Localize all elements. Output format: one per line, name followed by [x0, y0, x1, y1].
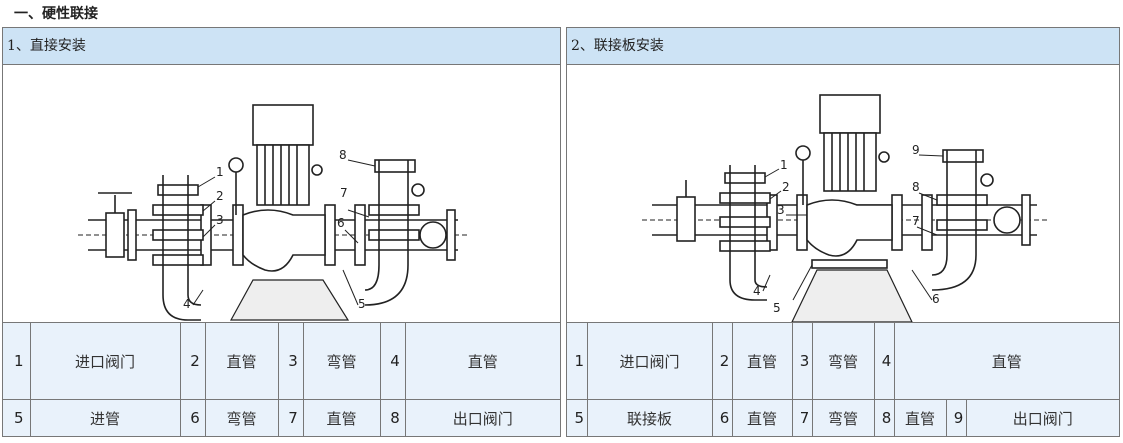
part-name: 直管 [205, 323, 279, 400]
outlet-valve-stack [942, 149, 984, 163]
part-name: 弯管 [812, 323, 875, 400]
part-name: 出口阀门 [966, 399, 1119, 436]
outlet-elbow [364, 264, 380, 291]
part-name: 直管 [894, 399, 947, 436]
motor-top [252, 104, 314, 146]
callout-2: 2 [216, 189, 224, 203]
legend-row: 5 进管 6 弯管 7 直管 8 出口阀门 [3, 399, 560, 436]
inlet-elbow [729, 279, 767, 301]
flange-5a [324, 204, 336, 266]
part-number: 1 [3, 323, 31, 400]
callout-4: 4 [183, 297, 191, 311]
inlet-valve-stack [157, 184, 199, 196]
outlet-elbow [931, 254, 948, 276]
callout-6: 6 [932, 292, 940, 306]
inlet-valve-body [105, 212, 125, 258]
inlet-elbow [162, 294, 201, 321]
part-name: 进口阀门 [587, 323, 713, 400]
flange-c [891, 194, 903, 251]
outlet-handwheel [411, 183, 425, 197]
callout-7: 7 [912, 214, 920, 228]
connecting-plate [811, 259, 888, 269]
pressure-gauge [228, 157, 244, 173]
part-name: 直管 [405, 323, 560, 400]
flange-d [921, 194, 933, 251]
inlet-valve-body [676, 196, 696, 242]
parts-legend: 1 进口阀门 2 直管 3 弯管 4 直管 5 进管 6 弯管 7 直管 8 出… [3, 323, 560, 436]
terminal-box [311, 164, 323, 176]
part-number: 3 [278, 323, 304, 400]
part-number: 7 [278, 399, 304, 436]
pressure-gauge [795, 145, 811, 161]
panel-title: 2、联接板安装 [567, 28, 1119, 65]
callout-9: 9 [912, 143, 920, 157]
part-number: 8 [874, 399, 895, 436]
pump-drawing: 1 2 3 4 5 6 7 8 9 [642, 94, 1047, 322]
outlet-line-valve [419, 221, 447, 249]
pump-drawing: 1 2 3 4 5 6 7 8 [78, 104, 468, 321]
callout-1: 1 [216, 165, 224, 179]
part-number: 3 [792, 323, 813, 400]
part-number: 4 [380, 323, 406, 400]
callout-7: 7 [340, 186, 348, 200]
plate-install-panel: 2、联接板安装 [566, 27, 1120, 437]
callout-6: 6 [337, 216, 345, 230]
section-heading: 一、硬性联接 [14, 6, 98, 22]
flange-5b [354, 204, 366, 266]
pump-casing [242, 209, 326, 272]
part-number: 9 [946, 399, 967, 436]
part-number: 6 [712, 399, 733, 436]
motor-top [819, 94, 881, 134]
foundation [791, 269, 913, 322]
pump-diagram: 1 2 3 4 5 6 7 8 9 [567, 65, 1119, 323]
callout-5: 5 [773, 301, 781, 315]
parts-legend: 1 进口阀门 2 直管 3 弯管 4 直管 5 联接板 6 直管 7 弯管 8 … [567, 323, 1119, 436]
panel-title: 1、直接安装 [3, 28, 560, 65]
legend-row: 5 联接板 6 直管 7 弯管 8 直管 9 出口阀门 [567, 399, 1119, 436]
outlet-line-valve [993, 206, 1021, 234]
part-number: 8 [380, 399, 406, 436]
flange-4b [232, 204, 244, 266]
part-number: 4 [874, 323, 895, 400]
part-name: 直管 [732, 323, 793, 400]
part-name: 直管 [894, 323, 1119, 400]
callout-2: 2 [782, 180, 790, 194]
part-name: 弯管 [303, 323, 381, 400]
part-name: 直管 [732, 399, 793, 436]
pump-diagram: 1 2 3 4 5 6 7 8 [3, 65, 560, 323]
legend-row: 1 进口阀门 2 直管 3 弯管 4 直管 [3, 323, 560, 400]
part-number: 7 [792, 399, 813, 436]
callout-8: 8 [339, 148, 347, 162]
callout-3: 3 [777, 203, 785, 217]
part-name: 直管 [303, 399, 381, 436]
outlet-handwheel [980, 173, 994, 187]
legend-row: 1 进口阀门 2 直管 3 弯管 4 直管 [567, 323, 1119, 400]
part-number: 6 [180, 399, 206, 436]
part-name: 弯管 [205, 399, 279, 436]
inlet-valve-stack [724, 172, 766, 184]
part-number: 1 [567, 323, 588, 400]
callout-4: 4 [753, 284, 761, 298]
callout-3: 3 [216, 213, 224, 227]
pump-casing [806, 199, 893, 257]
callout-8: 8 [912, 180, 920, 194]
part-name: 进口阀门 [30, 323, 181, 400]
flange-b [796, 194, 808, 251]
part-number: 5 [567, 399, 588, 436]
terminal-box [878, 151, 890, 163]
foundation [229, 279, 350, 321]
part-number: 2 [712, 323, 733, 400]
callout-1: 1 [780, 158, 788, 172]
part-number: 5 [3, 399, 31, 436]
part-number: 2 [180, 323, 206, 400]
flange-inlet-far [127, 209, 137, 261]
part-name: 联接板 [587, 399, 713, 436]
part-name: 进管 [30, 399, 181, 436]
part-name: 出口阀门 [405, 399, 560, 436]
outlet-valve-stack [374, 159, 416, 173]
part-name: 弯管 [812, 399, 875, 436]
callout-5: 5 [358, 297, 366, 311]
direct-install-panel: 1、直接安装 [2, 27, 561, 437]
